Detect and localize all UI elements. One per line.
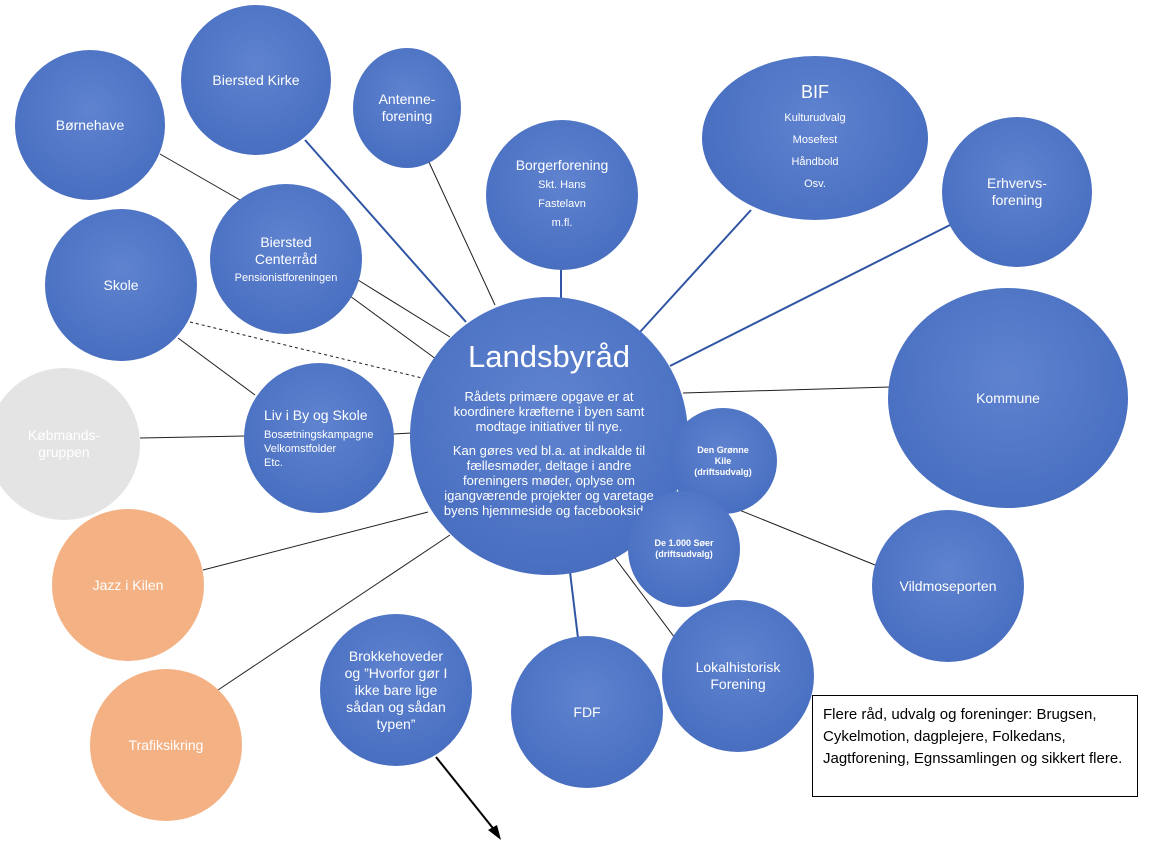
label-koebmandsgruppen: Købmands- gruppen <box>27 427 101 460</box>
node-bif: BIF Kulturudvalg Mosefest Håndbold Osv. <box>702 56 928 220</box>
livby-item: Velkomstfolder <box>264 442 337 455</box>
node-antenneforening: Antenne- forening <box>353 48 461 168</box>
node-trafiksikring: Trafiksikring <box>90 669 242 821</box>
center-text-2: Kan gøres ved bl.a. at indkalde til fæll… <box>443 443 655 518</box>
link-kirke <box>304 139 467 323</box>
label-trafiksikring: Trafiksikring <box>128 736 204 753</box>
link-skole-dashed <box>189 321 423 379</box>
node-biersted-kirke: Biersted Kirke <box>181 5 331 155</box>
label-centerraad: Biersted Centerråd <box>254 234 318 267</box>
link-fdf <box>569 571 579 639</box>
label-fdf: FDF <box>573 703 601 720</box>
node-skole: Skole <box>45 209 197 361</box>
node-soeer: De 1.000 Søer (driftsudvalg) <box>628 491 740 607</box>
centerraad-sub: Pensionistforeningen <box>234 272 338 284</box>
link-trafik <box>217 534 451 691</box>
node-jazz: Jazz i Kilen <box>52 509 204 661</box>
note-box: Flere råd, udvalg og foreninger: Brugsen… <box>812 695 1138 797</box>
label-vildmoseporten: Vildmoseporten <box>899 577 997 594</box>
label-boernehave: Børnehave <box>55 116 125 133</box>
borger-item: m.fl. <box>551 217 573 229</box>
borger-item: Fastelavn <box>538 198 586 210</box>
bif-item: Mosefest <box>792 134 838 146</box>
label-bif: BIF <box>800 82 829 102</box>
label-brokkehoveder: Brokkehoveder og ”Hvorfor gør I ikke bar… <box>344 647 448 732</box>
link-kommune <box>682 386 891 394</box>
label-jazz: Jazz i Kilen <box>92 576 164 593</box>
borger-item: Skt. Hans <box>538 179 586 191</box>
link-koebmand <box>139 435 246 439</box>
link-antenne <box>427 159 496 306</box>
livby-item: Bosætningskampagne <box>264 428 374 441</box>
link-livby <box>392 432 413 435</box>
node-fdf: FDF <box>511 636 663 788</box>
link-skole <box>177 337 256 396</box>
label-erhvervsforening: Erhvervs- forening <box>987 175 1047 208</box>
node-boernehave: Børnehave <box>15 50 165 200</box>
node-liv-i-by: Liv i By og Skole Bosætningskampagne Vel… <box>244 363 394 513</box>
node-lokalhistorisk: Lokalhistorisk Forening <box>662 600 814 752</box>
bif-item: Håndbold <box>791 156 839 168</box>
node-brokkehoveder: Brokkehoveder og ”Hvorfor gør I ikke bar… <box>320 614 472 766</box>
center-title: Landsbyråd <box>467 339 630 374</box>
label-liv-i-by: Liv i By og Skole <box>264 406 368 423</box>
node-koebmandsgruppen: Købmands- gruppen <box>0 368 140 520</box>
label-antenneforening: Antenne- forening <box>378 91 436 124</box>
label-lokalhistorisk: Lokalhistorisk Forening <box>695 659 781 692</box>
label-skole: Skole <box>103 276 139 293</box>
link-bif <box>639 209 752 333</box>
node-erhvervsforening: Erhvervs- forening <box>942 117 1092 267</box>
link-centerraad-2 <box>349 295 441 363</box>
link-centerraad-1 <box>357 279 451 338</box>
bif-item: Kulturudvalg <box>784 112 846 124</box>
bif-item: Osv. <box>804 178 826 190</box>
label-groenne-kile: Den Grønne Kile (driftsudvalg) <box>694 444 752 477</box>
label-soeer: De 1.000 Søer (driftsudvalg) <box>654 538 714 559</box>
link-erhverv <box>669 223 953 367</box>
node-centerraad: Biersted Centerråd Pensionistforeningen <box>210 184 362 334</box>
center-text-1: Rådets primære opgave er at koordinere k… <box>453 389 645 434</box>
link-boernehave <box>159 153 241 201</box>
arrow-line <box>435 756 497 833</box>
node-kommune: Kommune <box>888 288 1128 508</box>
node-vildmoseporten: Vildmoseporten <box>872 510 1024 662</box>
arrow-head <box>488 825 501 840</box>
label-biersted-kirke: Biersted Kirke <box>212 71 300 88</box>
label-borgerforening: Borgerforening <box>515 157 609 173</box>
link-lokal <box>614 557 676 639</box>
livby-item: Etc. <box>264 456 283 469</box>
label-kommune: Kommune <box>976 389 1040 406</box>
node-borgerforening: Borgerforening Skt. Hans Fastelavn m.fl. <box>486 120 638 270</box>
link-jazz <box>202 511 429 571</box>
